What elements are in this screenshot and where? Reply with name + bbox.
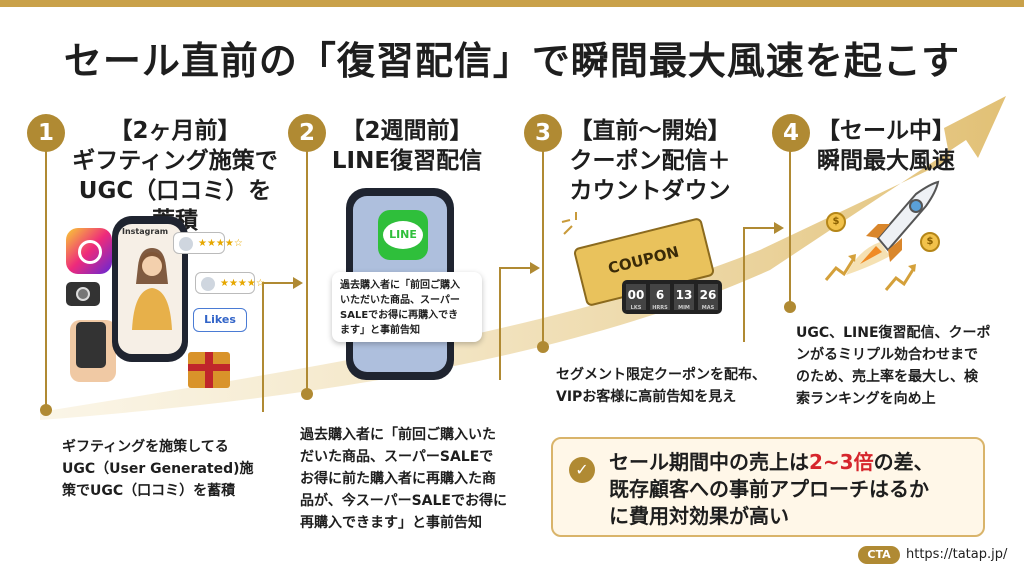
camera-icon (66, 282, 100, 306)
step-2-desc-line: 過去購入者に「前回ご購入いた (300, 427, 496, 443)
page-title: セール直前の「復習配信」で瞬間最大風速を起こす (63, 39, 961, 83)
bubble-line: いただいた商品、スーパー (340, 295, 460, 306)
step-2-desc-line: 品が、今スーパーSALEでお得に (300, 493, 507, 509)
footer-url-link[interactable]: https://tatap.jp/ (906, 547, 1008, 562)
step-3-description: セグメント限定クーポンを配布、 VIPお客様に高前告知を見え (556, 364, 776, 408)
timer-unit: MAS (701, 305, 715, 311)
step-2-heading-line1: 【2週間前】 (341, 118, 473, 144)
timeline-connectors (45, 150, 791, 412)
step-1-heading: 【2ヶ月前】 ギフティング施策で UGC（口コミ）を蓄積 (70, 116, 280, 236)
line-message-bubble: 過去購入者に「前回ご購入 いただいた商品、スーパー SALEでお得に再購入でき … (332, 272, 482, 342)
step-4-desc-line: のため、売上率を最大し、検 (796, 369, 978, 385)
timer-value: 26 (699, 288, 717, 302)
timer-value: 13 (675, 288, 693, 302)
person-icon (132, 248, 172, 330)
check-icon: ✓ (569, 457, 595, 483)
timer-unit: HRRS (652, 305, 668, 311)
review-card: ★★★★☆ (173, 232, 243, 254)
step-3-desc-line: VIPお客様に高前告知を見え (556, 389, 737, 405)
step-1-heading-line1: 【2ヶ月前】 (109, 118, 241, 144)
rocket-icon (846, 180, 940, 275)
review-card: ★★★★☆ (195, 272, 265, 294)
step-4-desc-line: UGC、LINE復習配信、クーポ (796, 325, 991, 341)
bubble-line: ます」と事前告知 (340, 325, 420, 336)
step-4-number-badge: 4 (772, 114, 810, 152)
step-3-heading-line1: 【直前〜開始】 (569, 118, 731, 144)
step-1-number-badge: 1 (27, 114, 65, 152)
coin-icon: $ (826, 212, 846, 232)
step-2-heading: 【2週間前】 LINE復習配信 (322, 116, 492, 176)
step-3-heading-line2: クーポン配信＋ (569, 148, 731, 174)
callout-highlight: 2~3倍 (809, 450, 874, 474)
step-1-desc-line: UGC（User Generated)施 (62, 461, 254, 477)
sparkle-icon (561, 212, 577, 235)
step-2-desc-line: お得に前た購入者に再購入た商 (300, 471, 496, 487)
step-3-heading: 【直前〜開始】 クーポン配信＋ カウントダウン (560, 116, 740, 206)
step-4-heading-line2: 瞬間最大風速 (817, 148, 955, 174)
timer-value: 6 (655, 288, 665, 302)
top-accent-bar (0, 0, 1024, 7)
step-3-heading-line3: カウントダウン (569, 178, 731, 204)
step-3-number-badge: 3 (524, 114, 562, 152)
callout-text: セール期間中の売上は2~3倍の差、 既存顧客への事前アプローチはるか に費用対効… (609, 449, 981, 530)
growth-up-arrow-icon (884, 264, 916, 291)
summary-callout: ✓ セール期間中の売上は2~3倍の差、 既存顧客への事前アプローチはるか に費用… (551, 437, 985, 537)
callout-line1: セール期間中の売上は2~3倍の差、 (609, 449, 981, 476)
step-4-heading: 【セール中】 瞬間最大風速 (806, 116, 966, 176)
step-1-description: ギフティングを施策してる UGC（User Generated)施 策でUGC（… (62, 436, 262, 502)
step-1-desc-line: ギフティングを施策してる (62, 439, 229, 455)
step-2-desc-line: 再購入できます」と事前告知 (300, 515, 482, 531)
smartphone-screen: Instagram (118, 224, 182, 354)
line-label: LINE (383, 221, 423, 249)
step-3-desc-line: セグメント限定クーポンを配布、 (556, 367, 766, 383)
step-2-desc-line: だいた商品、スーパーSALEで (300, 449, 494, 465)
callout-line2: 既存顧客への事前アプローチはるか (609, 477, 929, 501)
step-4-description: UGC、LINE復習配信、クーポ ンがるミリプル効合わせまで のため、売上率を最… (796, 322, 1008, 410)
step-2-heading-line2: LINE復習配信 (331, 148, 483, 174)
step-1-heading-line3: UGC（口コミ）を蓄積 (78, 178, 272, 234)
bubble-line: SALEでお得に再購入でき (340, 310, 459, 321)
step-2-description: 過去購入者に「前回ご購入いた だいた商品、スーパーSALEで お得に前た購入者に… (300, 424, 520, 534)
timer-unit: LKS (630, 305, 642, 311)
timeline-dots (40, 301, 796, 416)
callout-text-part: セール期間中の売上は (609, 450, 809, 474)
bubble-line: 過去購入者に「前回ご購入 (340, 280, 460, 291)
coin-icon: $ (920, 232, 940, 252)
callout-line3: に費用対効果が高い (609, 504, 789, 528)
step-2-number-badge: 2 (288, 114, 326, 152)
step-4-desc-line: 索ランキングを向め上 (796, 391, 936, 407)
connector-arrowheads (293, 222, 784, 289)
line-app-icon: LINE (378, 210, 428, 260)
step-4-desc-line: ンがるミリプル効合わせまで (796, 347, 978, 363)
instagram-icon (66, 228, 112, 274)
step-1-desc-line: 策でUGC（口コミ）を蓄積 (62, 483, 236, 499)
timer-unit: MIM (678, 305, 690, 311)
cta-badge[interactable]: CTA (858, 546, 900, 564)
gift-phone-icon (76, 322, 106, 368)
likes-badge: Likes (193, 308, 247, 332)
timer-value: 00 (627, 288, 645, 302)
growth-up-arrow-icon (824, 254, 856, 281)
gift-box-icon (188, 352, 230, 388)
step-4-heading-line1: 【セール中】 (817, 118, 955, 144)
instagram-label: Instagram (122, 227, 169, 236)
step-1-heading-line2: ギフティング施策で (72, 148, 278, 174)
callout-text-part: の差、 (873, 450, 934, 474)
